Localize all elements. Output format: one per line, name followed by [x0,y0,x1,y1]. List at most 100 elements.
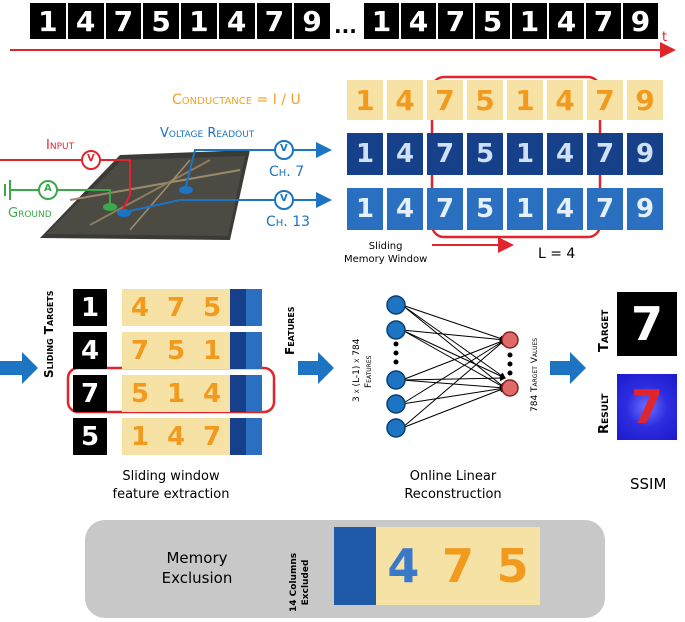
ground-meter-label: A [44,183,52,194]
ch7-tile: 7 [427,133,463,175]
exclusion-digit: 7 [441,539,474,593]
sequence-digit: 5 [143,3,179,39]
ch7-row: 1 4 7 5 1 4 7 9 [347,133,669,175]
conductance-tile: 7 [587,80,623,120]
sequence-digit: 7 [256,3,293,39]
sliding-targets-label: Sliding Targets [42,290,56,378]
ch13-tile: 4 [547,188,583,230]
conductance-tile: 4 [387,80,423,120]
ch7-tile: 1 [507,133,543,175]
sequence-digit: 4 [549,3,584,39]
ch7-meter-circle [274,140,294,160]
input-label: Input [46,138,75,153]
blue-arrow-left [0,352,38,384]
input-wire [0,159,131,216]
ch7-meter-label: V [280,143,288,154]
result-image: 7 [617,374,677,440]
ch13-tile: 4 [387,188,423,230]
sequence-digit: 5 [475,3,510,39]
feature-digit: 7 [202,421,222,452]
input-features-label: Features [364,355,374,388]
feature-row: 1 4 7 [122,418,230,455]
conductance-tile: 1 [507,80,543,120]
feature-extraction-caption: Sliding window feature extraction [112,469,230,502]
sequence-right: 1 4 7 5 1 4 7 9 [364,3,664,39]
ch13-tile: 1 [347,188,383,230]
input-nodes [386,295,406,438]
ch13-tile: 7 [427,188,463,230]
conductance-tile: 1 [347,80,383,120]
feature-digit: 7 [130,335,150,366]
feature-digit: 4 [202,378,222,409]
ground-meter-circle [38,180,58,200]
ch7-tile: 7 [587,133,623,175]
feature-strip [230,418,262,455]
target-tile: 1 [73,289,107,326]
target-label: Target [597,309,612,352]
features-label: Features [283,306,297,355]
excluded-column-block [334,527,376,605]
ch13-meter-label: V [280,193,288,204]
sequence-digit: 7 [586,3,621,39]
output-nodes [501,331,519,397]
feature-rows: 4 7 5 7 5 1 5 1 4 1 4 7 [122,289,230,459]
sequence-left: 1 4 7 5 1 4 7 9 [30,3,330,39]
input-meter-label: V [87,153,95,164]
ch7-tile: 5 [467,133,503,175]
conductance-tile: 7 [427,80,463,120]
target-tile: 4 [73,332,107,369]
feature-strip [230,332,262,369]
ch7-tile: 4 [547,133,583,175]
exclusion-digit: 4 [387,539,420,593]
sequence-digit: 1 [364,3,399,39]
feature-strip [230,289,262,326]
feature-digit: 4 [166,421,186,452]
feature-row: 4 7 5 [122,289,230,326]
sliding-memory-label: Sliding Memory Window [344,241,428,265]
ch13-tile: 5 [467,188,503,230]
feature-digit: 1 [202,335,222,366]
ch13-row: 1 4 7 5 1 4 7 9 [347,188,669,230]
reconstruction-caption: Online Linear Reconstruction [404,469,502,502]
feature-digit: 5 [166,335,186,366]
feature-row: 5 1 4 [122,375,230,412]
ssim-label: SSIM [630,475,667,493]
target-image: 7 [617,292,677,356]
result-label: Result [597,393,612,434]
sequence-digit: 1 [30,3,66,39]
ch7-tile: 4 [387,133,423,175]
target-tile: 7 [73,375,107,412]
voltage-readout-label: Voltage Readout [160,126,255,141]
feature-digit: 4 [130,292,150,323]
conductance-label: Conductance = I / U [172,92,301,108]
sequence-digit: 1 [181,3,217,39]
ch13-tile: 1 [507,188,543,230]
feature-blue-strips [230,289,262,459]
feature-digit: 5 [202,292,222,323]
input-dims-label: 3 x (L-1) x 784 [352,338,362,402]
sequence-digit: 7 [438,3,473,39]
input-meter-circle [81,150,101,170]
sequence-ellipsis: ... [334,14,357,38]
feature-digit: 1 [130,421,150,452]
memory-exclusion-title: Memory Exclusion [161,549,233,587]
ground-label: Ground [8,206,52,221]
feature-digit: 5 [130,378,150,409]
sequence-digit: 4 [401,3,436,39]
target-column: 1 4 7 5 [73,289,107,459]
feature-digit: 7 [166,292,186,323]
ch7-tile: 9 [627,133,663,175]
sequence-digit: 9 [623,3,658,39]
sequence-digit: 4 [67,3,104,39]
blue-arrow-mid [298,352,334,384]
exclusion-digit: 5 [496,539,529,593]
linear-network [401,304,506,429]
window-length-label: L = 4 [538,246,576,262]
output-targets-label: 784 Target Values [530,337,540,412]
ch13-tile: 7 [587,188,623,230]
feature-row: 7 5 1 [122,332,230,369]
sequence-digit: 7 [105,3,142,39]
sequence-digit: 4 [218,3,255,39]
conductance-row: 1 4 7 5 1 4 7 9 [347,80,669,120]
